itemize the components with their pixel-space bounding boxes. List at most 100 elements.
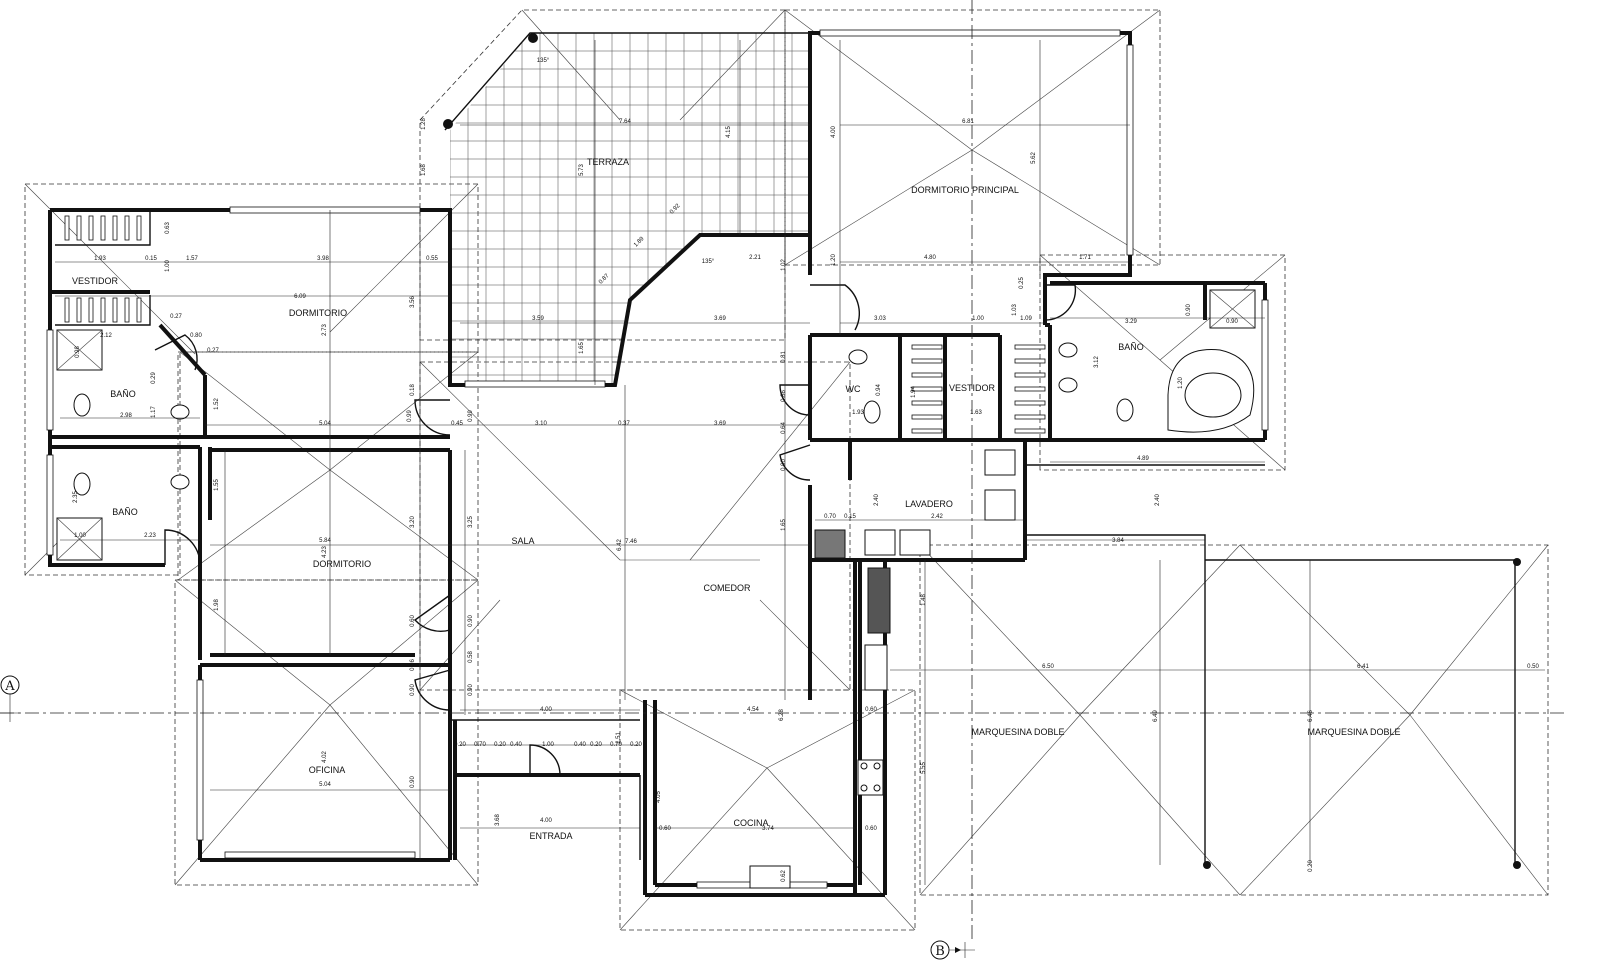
closet-shelf — [64, 215, 70, 241]
room-label-oficina: OFICINA — [309, 765, 346, 775]
closet-shelf — [911, 386, 943, 392]
dim-label: 1.02 — [781, 259, 787, 271]
dim-label: 7.64 — [619, 119, 631, 125]
dim-label: 6.42 — [617, 539, 623, 551]
dim-label: 0.20 — [494, 742, 506, 748]
dim-label: 5.04 — [319, 782, 331, 788]
dim-label: 1.09 — [1020, 316, 1032, 322]
dim-label: 3.20 — [410, 516, 416, 528]
closet-shelf — [100, 297, 106, 323]
dimension-labels: 7.64 5.73 4.15 1.28 1.68 6.81 4.00 5.62 … — [73, 118, 1539, 882]
closet-shelf — [112, 215, 118, 241]
dim-label: 6.81 — [962, 119, 974, 125]
dim-label: 1.52 — [214, 398, 220, 410]
dim-label: 4.15 — [726, 126, 732, 138]
dim-label: 0.90 — [1186, 304, 1192, 316]
dim-label: 0.87 — [598, 273, 611, 286]
dim-label: 0.55 — [426, 256, 438, 262]
dim-label: 6.09 — [294, 294, 306, 300]
dim-label: 4.00 — [540, 818, 552, 824]
dim-label: 0.70 — [474, 742, 486, 748]
dim-label: 0.37 — [618, 421, 630, 427]
dim-label: 1.51 — [616, 732, 622, 744]
dim-label: 2.12 — [100, 333, 112, 339]
dim-label: 1.94 — [911, 386, 917, 398]
room-label-lavadero: LAVADERO — [905, 499, 953, 509]
closet-shelf — [1014, 344, 1046, 350]
fixtures — [56, 33, 1521, 889]
room-label-comedor: COMEDOR — [704, 583, 752, 593]
room-label-terraza: TERRAZA — [587, 157, 629, 167]
dim-label: 3.84 — [1112, 538, 1124, 544]
dim-label: 0.27 — [170, 314, 182, 320]
dim-label: 1.63 — [970, 410, 982, 416]
dim-label: 0.90 — [781, 459, 787, 471]
dim-label: 6.28 — [779, 709, 785, 721]
dim-label: 3.69 — [714, 421, 726, 427]
room-label-entrada: ENTRADA — [529, 831, 572, 841]
dim-label: 0.60 — [410, 615, 416, 627]
room-label-bano-top-left: BAÑO — [110, 389, 136, 399]
closet-shelf — [1014, 414, 1046, 420]
dim-label: 0.25 — [1019, 277, 1025, 289]
dim-label: 2.98 — [120, 413, 132, 419]
dim-label: 5.04 — [319, 421, 331, 427]
closet-shelf — [124, 297, 130, 323]
dim-label: 0.29 — [151, 372, 157, 384]
dim-label: 2.23 — [144, 533, 156, 539]
dim-label: 1.48 — [921, 594, 927, 606]
dim-label: 2.42 — [931, 514, 943, 520]
closet-shelf — [1014, 358, 1046, 364]
closet-shelf — [136, 297, 142, 323]
dim-label: 4.02 — [322, 751, 328, 763]
axis-b-label: B — [935, 944, 945, 959]
grid-axes — [0, 0, 1565, 960]
closet-shelf — [112, 297, 118, 323]
dim-label: 6.50 — [1042, 664, 1054, 670]
room-label-marquesina-1: MARQUESINA DOBLE — [971, 727, 1064, 737]
room-label-bano-bottom-left: BAÑO — [112, 507, 138, 517]
dim-label: 3.59 — [532, 316, 544, 322]
dim-label: 4.05 — [656, 791, 662, 803]
room-label-cocina: COCINA — [733, 818, 768, 828]
dim-label: 1.00 — [542, 742, 554, 748]
dim-label: 0.60 — [659, 826, 671, 832]
dim-label: 3.25 — [468, 516, 474, 528]
closet-shelf — [911, 358, 943, 364]
dim-label: 1.71 — [1079, 255, 1091, 261]
dim-label: 0.20 — [630, 742, 642, 748]
closet-shelf — [1014, 372, 1046, 378]
dim-label: 2.40 — [1155, 494, 1161, 506]
dim-label: 1.57 — [186, 256, 198, 262]
dim-label: 2.35 — [73, 491, 79, 503]
dim-label: 4.54 — [747, 707, 759, 713]
closet-shelf — [64, 297, 70, 323]
dim-label: 0.86 — [781, 390, 787, 402]
dim-label: 0.60 — [865, 707, 877, 713]
dim-label: 1.28 — [421, 118, 427, 130]
dim-label: 5.84 — [319, 538, 331, 544]
dim-label: 1.93 — [852, 410, 864, 416]
dim-label: 1.98 — [214, 599, 220, 611]
dim-label: 1.03 — [1012, 304, 1018, 316]
windows — [46, 29, 1269, 889]
dim-label: 0.40 — [574, 742, 586, 748]
room-label-bano-right: BAÑO — [1118, 342, 1144, 352]
dim-label: 5.62 — [1031, 152, 1037, 164]
dim-label: 0.60 — [865, 826, 877, 832]
dim-label: 0.99 — [468, 410, 474, 422]
dim-label: 1.65 — [579, 342, 585, 354]
room-labels: TERRAZA DORMITORIO PRINCIPAL VESTIDOR DO… — [72, 157, 1401, 841]
dim-label: 4.00 — [831, 126, 837, 138]
room-label-dormitorio-principal: DORMITORIO PRINCIPAL — [911, 185, 1019, 195]
closet-shelf — [88, 297, 94, 323]
dim-label: 0.98 — [75, 346, 81, 358]
dim-label: 0.45 — [451, 421, 463, 427]
closet-shelf — [76, 297, 82, 323]
dim-label: 0.58 — [468, 651, 474, 663]
dim-label: 0.81 — [781, 351, 787, 363]
dim-label: 3.69 — [714, 316, 726, 322]
dim-label: 0.70 — [610, 742, 622, 748]
dim-label: 0.80 — [190, 333, 202, 339]
